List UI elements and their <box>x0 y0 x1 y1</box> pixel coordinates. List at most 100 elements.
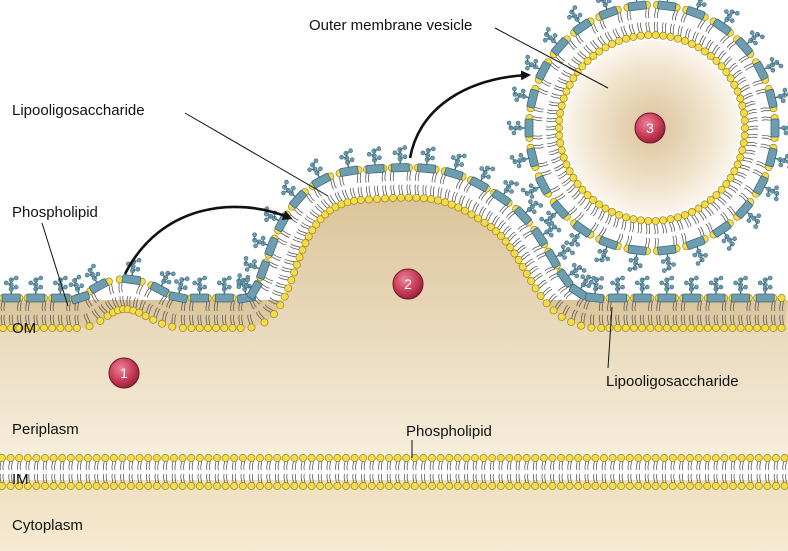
im-lipid-head <box>763 482 772 490</box>
vesicle-lipid-head <box>738 101 747 110</box>
im-lipid-head <box>247 482 256 490</box>
los-sugar <box>586 283 592 289</box>
vesicle-lipid-head <box>673 213 682 222</box>
im-lipid-head <box>273 482 282 490</box>
im-lipid-head <box>617 454 626 462</box>
im-lipid-head <box>694 482 703 490</box>
om-lipid-head <box>292 260 301 269</box>
om-lipid-head <box>753 324 761 332</box>
om-lipid-head <box>7 324 16 332</box>
om-lipid-head <box>419 194 428 203</box>
om-lipid-head <box>64 324 73 332</box>
om-lipid-head <box>744 324 753 332</box>
im-lipid-head <box>127 454 135 462</box>
los-lipid-a-block <box>753 61 769 81</box>
im-lipid-head <box>0 482 6 490</box>
vesicle-lipid-head <box>733 87 742 96</box>
los-sugar <box>53 280 58 286</box>
im-lipid-head <box>92 454 101 462</box>
vesicle-lipid-head <box>608 40 617 48</box>
los-sugar <box>183 285 188 291</box>
vesicle-lipid-head <box>733 160 742 169</box>
im-lipid-head <box>453 482 462 490</box>
outer-membrane-interior-fill <box>0 197 788 460</box>
om-lipid-head <box>0 324 7 332</box>
im-lipid-head <box>557 482 565 490</box>
im-lipid-head <box>66 482 75 490</box>
im-lipid-head <box>367 454 376 462</box>
los-sugar <box>548 232 554 238</box>
om-lipid-head <box>662 324 671 332</box>
lipooligosaccharide-molecule <box>685 0 707 20</box>
im-lipid-head <box>703 482 712 490</box>
vesicle-lipid-head <box>681 37 689 45</box>
los-sugar <box>202 284 207 290</box>
los-sugar <box>376 146 382 151</box>
vesicle-lipid-head <box>595 47 604 56</box>
label-periplasm: Periplasm <box>12 421 79 438</box>
los-sugar <box>459 162 465 167</box>
lipooligosaccharide-molecule <box>765 87 788 109</box>
im-lipid-head <box>376 482 385 490</box>
om-lipid-head <box>187 324 196 332</box>
om-lipid-head <box>720 324 729 332</box>
im-lipid-head <box>634 454 643 462</box>
om-lipid-head <box>220 324 229 332</box>
los-lipid-a-block <box>657 244 677 256</box>
los-sugar <box>420 150 426 156</box>
vesicle-lipid-head <box>589 196 598 204</box>
vesicle-lipid-head <box>726 74 735 83</box>
im-lipid-head <box>557 454 565 462</box>
im-lipid-head <box>101 454 110 462</box>
los-sugar <box>516 163 522 169</box>
lipooligosaccharide-molecule <box>731 275 750 303</box>
vesicle-lipid-head <box>687 40 696 48</box>
om-lipid-head <box>295 253 304 262</box>
los-lipid-a-block <box>365 164 385 174</box>
om-lipid-head <box>646 324 655 332</box>
im-lipid-head <box>256 482 264 490</box>
los-sugar <box>281 190 286 196</box>
los-sugar <box>665 256 671 262</box>
los-sugar <box>773 196 779 202</box>
vesicle-lipid-head <box>615 37 623 45</box>
im-lipid-head <box>625 454 634 462</box>
los-lipid-a-block <box>535 175 551 195</box>
los-sugar <box>703 253 708 258</box>
im-lipid-head <box>737 482 746 490</box>
vesicle-lipid-head <box>583 56 592 65</box>
vesicle-lipid-head <box>681 211 689 219</box>
im-lipid-head <box>32 482 41 490</box>
im-lipid-head <box>92 482 101 490</box>
los-sugar <box>514 181 519 187</box>
los-sugar <box>79 283 84 289</box>
vesicle-lipid-head <box>717 185 726 194</box>
los-lipid-a-block <box>632 293 652 303</box>
im-lipid-head <box>144 482 153 490</box>
lipooligosaccharide-molecule <box>243 256 270 280</box>
los-sugar <box>765 192 771 197</box>
los-sugar <box>313 158 319 164</box>
im-lipid-head <box>565 482 574 490</box>
los-sugar <box>68 282 74 288</box>
lipooligosaccharide-molecule <box>531 222 562 247</box>
los-sugar <box>669 275 675 281</box>
om-lipid-head <box>536 291 545 300</box>
lipooligosaccharide-molecule <box>509 147 539 169</box>
vesicle-lipid-head <box>565 80 574 89</box>
vesicle-lipid-head <box>629 215 638 224</box>
los-sugar <box>506 120 512 126</box>
los-sugar <box>580 274 586 280</box>
om-lipid-head <box>427 195 436 204</box>
los-sugar <box>684 280 689 286</box>
los-lipid-a-block <box>685 6 706 20</box>
om-lipid-head <box>23 324 32 332</box>
vesicle-lipid-head <box>622 213 631 222</box>
vesicle-lipid-head <box>712 191 721 200</box>
vesicle-lipid-head <box>730 80 739 89</box>
im-lipid-head <box>720 454 729 462</box>
los-sugar <box>599 276 605 281</box>
los-sugar <box>520 88 526 94</box>
om-lipid-head <box>316 215 325 224</box>
im-lipid-head <box>213 482 221 490</box>
